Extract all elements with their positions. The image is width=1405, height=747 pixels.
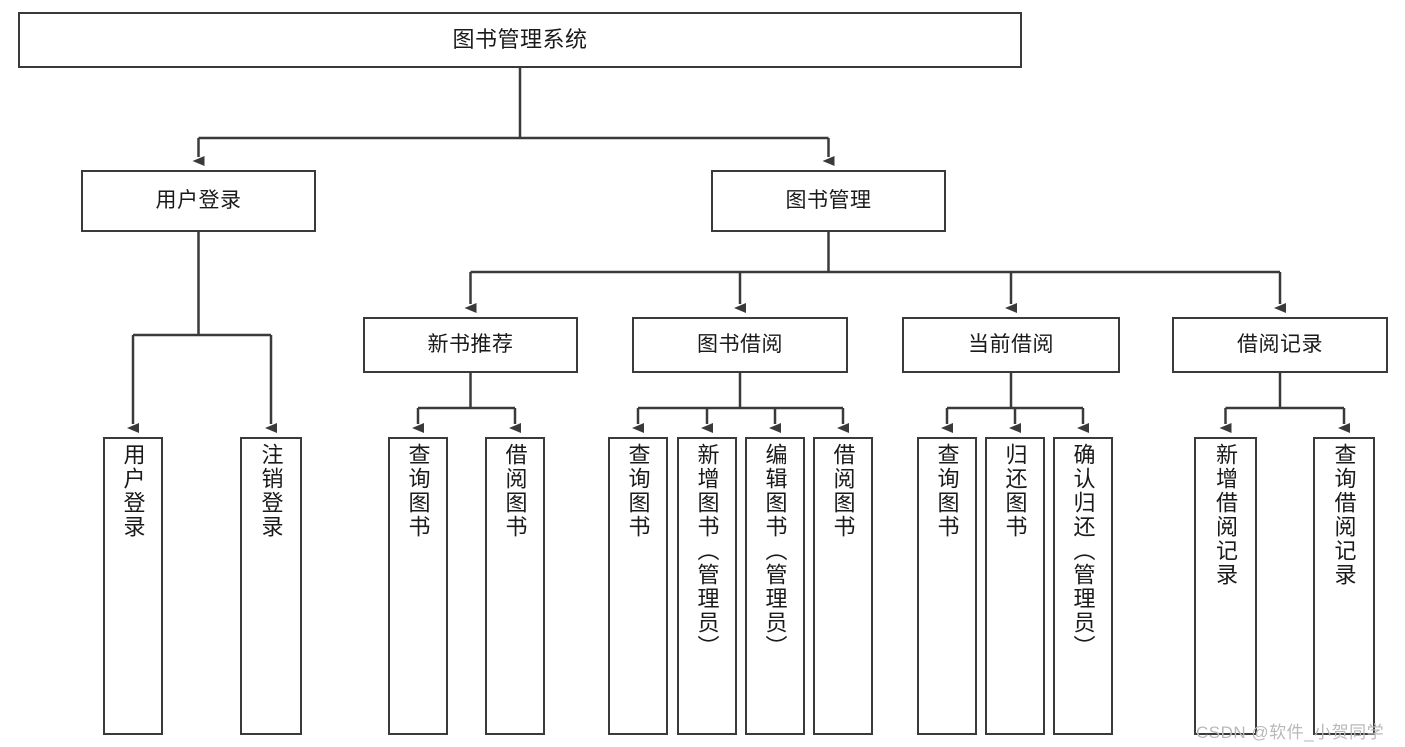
node-leaf-borrow-book-1[interactable]: 借阅图书: [485, 437, 545, 735]
node-leaf-query-record[interactable]: 查询借阅记录: [1313, 437, 1375, 735]
node-label: 新增借阅记录: [1213, 443, 1239, 587]
node-leaf-edit-book[interactable]: 编辑图书（管理员）: [745, 437, 805, 735]
node-label: 归还图书: [1002, 443, 1028, 539]
node-root[interactable]: 图书管理系统: [18, 12, 1022, 68]
node-leaf-user-login[interactable]: 用户登录: [103, 437, 163, 735]
node-label: 借阅记录: [1237, 332, 1323, 356]
node-label: 借阅图书: [830, 443, 856, 539]
csdn-watermark: CSDN @软件_小贺同学: [1196, 723, 1385, 742]
node-leaf-query-book-3[interactable]: 查询图书: [917, 437, 977, 735]
node-leaf-borrow-book-2[interactable]: 借阅图书: [813, 437, 873, 735]
node-book-borrow[interactable]: 图书借阅: [632, 317, 848, 373]
node-leaf-add-book[interactable]: 新增图书（管理员）: [677, 437, 737, 735]
node-label: 查询图书: [625, 443, 651, 539]
node-label: 图书借阅: [697, 332, 783, 356]
node-label: 用户登录: [155, 188, 242, 212]
node-label: 用户登录: [120, 443, 146, 539]
node-new-book-rec[interactable]: 新书推荐: [363, 317, 578, 373]
node-current-borrow[interactable]: 当前借阅: [902, 317, 1120, 373]
node-label: 查询图书: [405, 443, 431, 539]
node-book-manage[interactable]: 图书管理: [711, 170, 946, 232]
node-leaf-add-record[interactable]: 新增借阅记录: [1194, 437, 1257, 735]
node-label: 图书管理系统: [452, 27, 588, 53]
node-label: 编辑图书（管理员）: [762, 443, 788, 659]
node-label: 查询借阅记录: [1331, 443, 1357, 587]
node-leaf-confirm-return[interactable]: 确认归还（管理员）: [1053, 437, 1113, 735]
node-label: 确认归还（管理员）: [1070, 443, 1096, 659]
node-label: 新增图书（管理员）: [694, 443, 720, 659]
node-borrow-record[interactable]: 借阅记录: [1172, 317, 1388, 373]
node-label: 当前借阅: [968, 332, 1054, 356]
node-leaf-return-book[interactable]: 归还图书: [985, 437, 1045, 735]
node-label: 借阅图书: [502, 443, 528, 539]
node-label: 注销登录: [258, 443, 284, 539]
node-leaf-query-book-1[interactable]: 查询图书: [388, 437, 448, 735]
node-label: 图书管理: [785, 188, 872, 212]
node-leaf-query-book-2[interactable]: 查询图书: [608, 437, 668, 735]
node-label: 查询图书: [934, 443, 960, 539]
node-leaf-user-logout[interactable]: 注销登录: [240, 437, 302, 735]
node-label: 新书推荐: [427, 332, 514, 356]
node-user-login[interactable]: 用户登录: [81, 170, 316, 232]
